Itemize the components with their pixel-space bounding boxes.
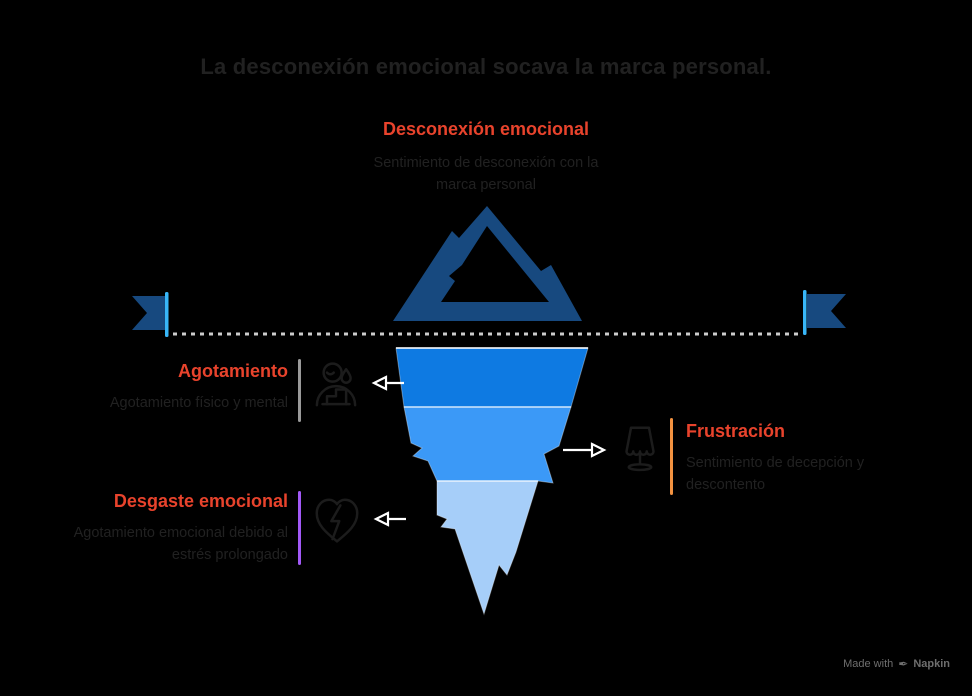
pen-nib-icon: ✒	[898, 657, 909, 671]
stage-agotamiento-label: Agotamiento Agotamiento físico y mental	[38, 361, 288, 415]
stage-desc-frustracion: Sentimiento de decepción y descontento	[686, 454, 865, 493]
made-with-napkin-credit: Made with ✒ Napkin	[843, 658, 950, 670]
made-with-label: Made with	[843, 658, 894, 670]
stage-heading-frustracion: Frustración	[686, 421, 786, 441]
stage-desc-desgaste: Agotamiento emocional debido al estrés p…	[73, 524, 288, 563]
iceberg-layer-agotamiento	[395, 347, 589, 408]
iceberg-layer-frustracion	[403, 406, 572, 484]
right-flag-icon	[803, 290, 846, 335]
stage-heading-desconexion: Desconexión emocional	[382, 119, 590, 139]
stage-desc-agotamiento: Agotamiento físico y mental	[109, 394, 288, 411]
divider-desgaste	[298, 491, 301, 565]
mountain-icon	[393, 206, 582, 321]
tired-person-icon	[309, 358, 363, 412]
stage-frustracion-label: Frustración Sentimiento de decepción y d…	[686, 421, 886, 496]
connector-arrows	[371, 375, 607, 527]
arrow-desgaste	[373, 511, 406, 527]
arrow-agotamiento	[371, 375, 404, 391]
stage-heading-desgaste: Desgaste emocional	[113, 491, 288, 511]
page-title: La desconexión emocional socava la marca…	[200, 54, 772, 79]
left-flag-icon	[132, 292, 169, 337]
arrow-frustracion	[563, 442, 607, 458]
stage-desc-desconexion: Sentimiento de desconexión con la marca …	[373, 154, 599, 193]
stage-desgaste-label: Desgaste emocional Agotamiento emocional…	[38, 491, 288, 566]
divider-agotamiento	[298, 359, 301, 422]
divider-frustracion	[670, 418, 673, 495]
broken-heart-icon	[310, 493, 364, 547]
stage-top-label: Desconexión emocional Sentimiento de des…	[366, 119, 606, 196]
lamp-icon	[613, 421, 667, 475]
iceberg-layer-desgaste	[436, 480, 539, 616]
napkin-brand-label: Napkin	[913, 658, 950, 670]
stage-heading-agotamiento: Agotamiento	[178, 361, 288, 381]
